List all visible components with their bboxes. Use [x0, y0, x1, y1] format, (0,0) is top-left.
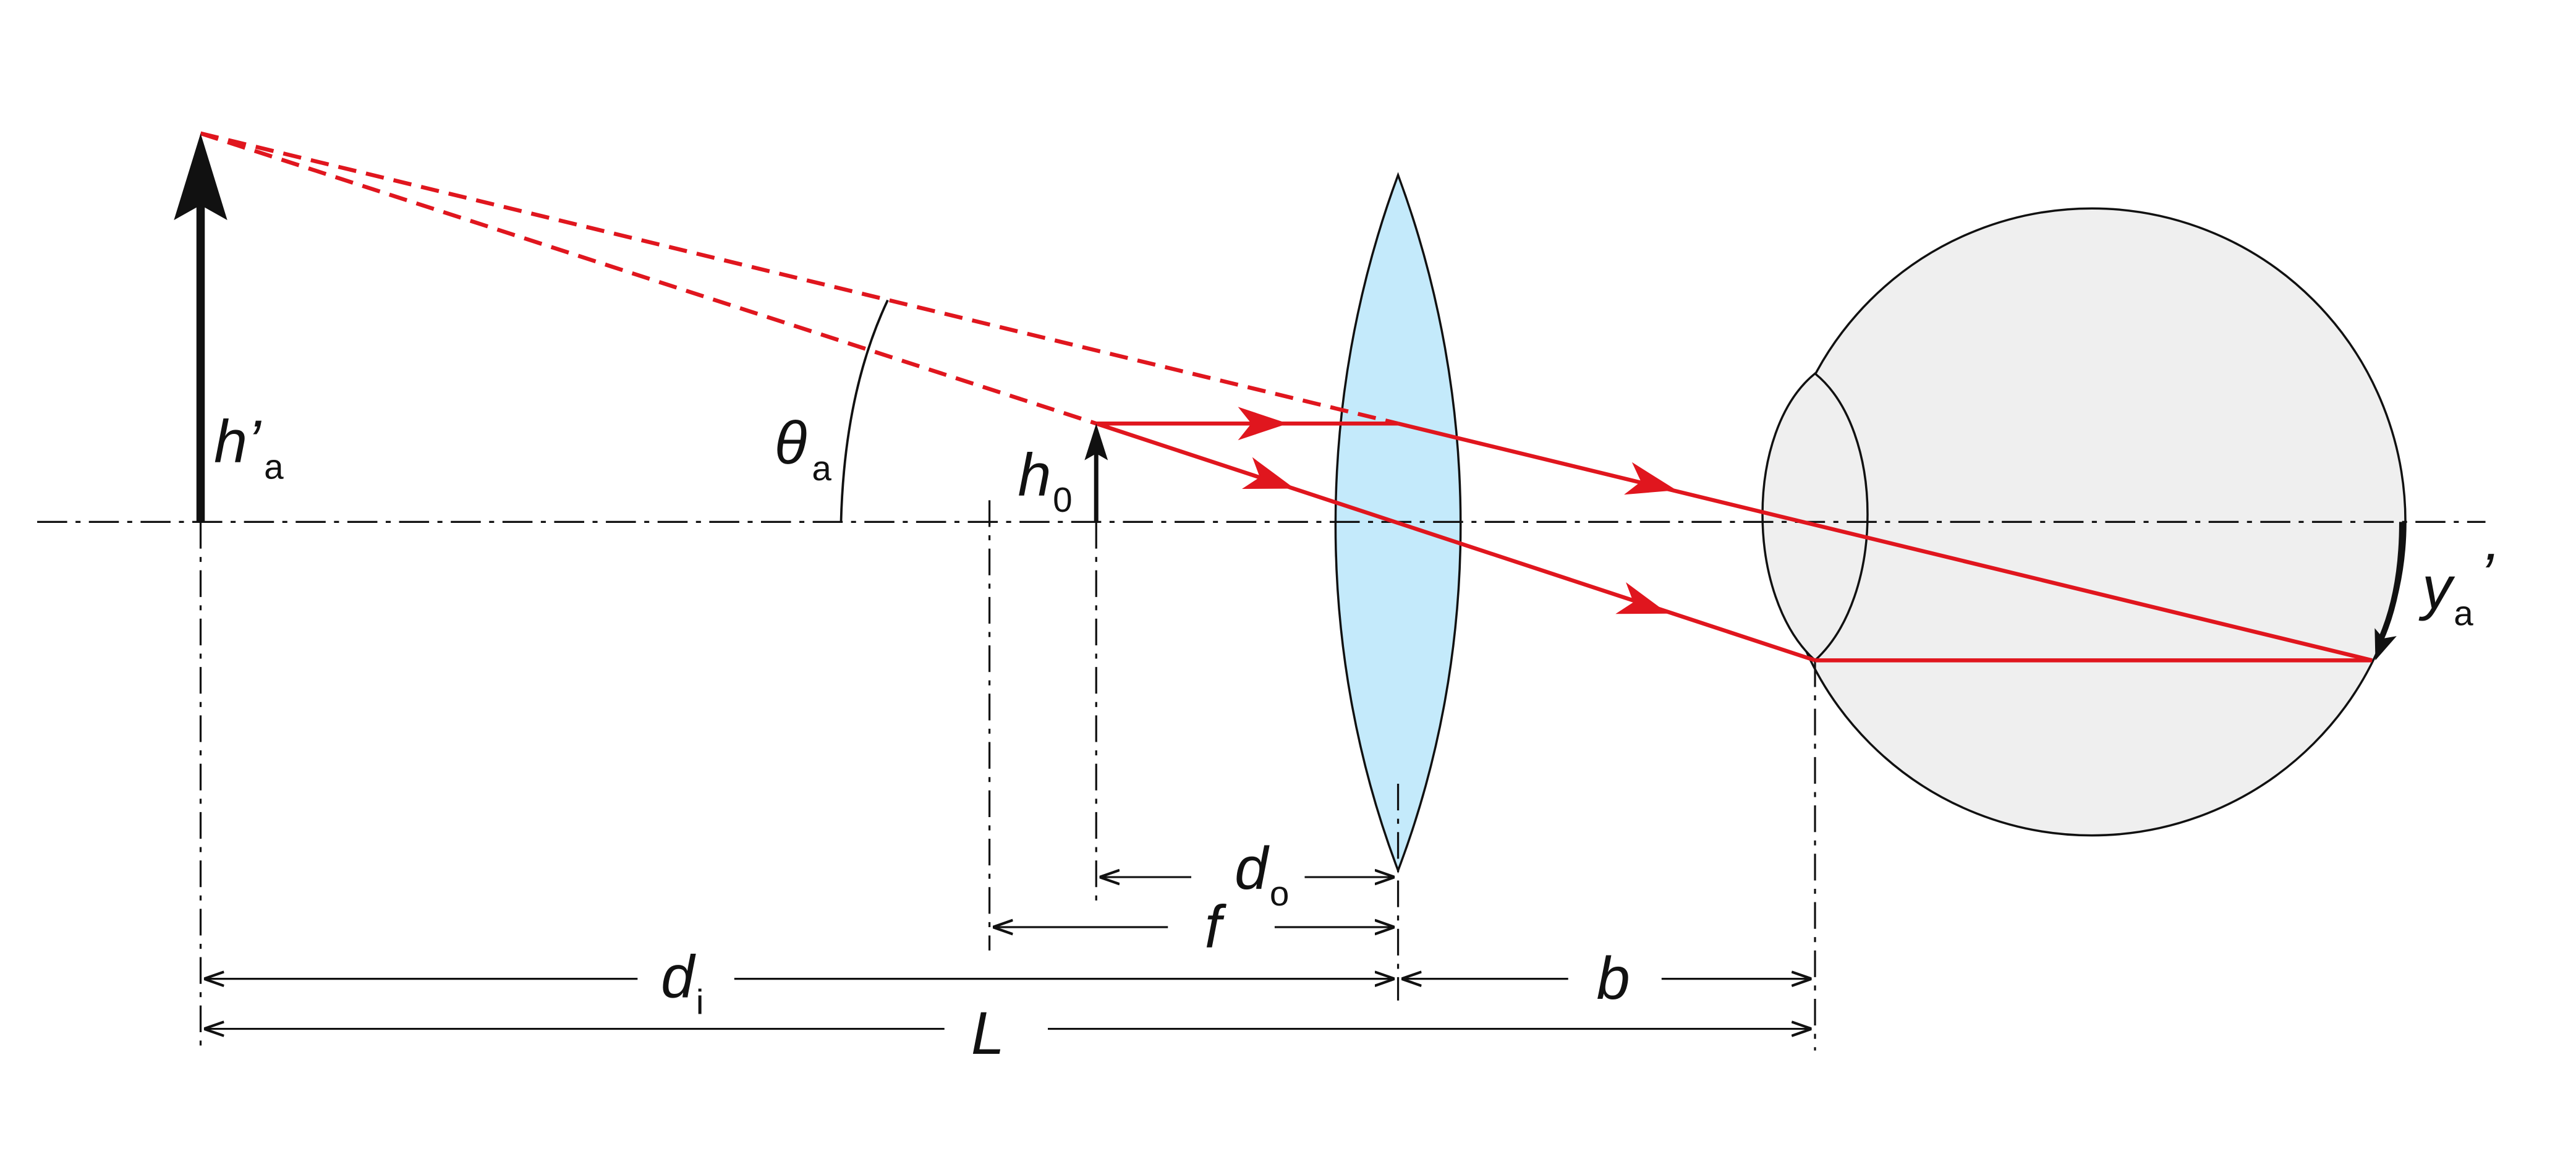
- virtual-ray-upper: [200, 131, 1399, 426]
- label-b: b: [1597, 944, 1630, 1012]
- virtual-ray-lower: [200, 131, 1097, 426]
- ray-through-center: [1095, 422, 1816, 663]
- ray-arrowhead: [1624, 462, 1677, 495]
- object-arrowhead: [1084, 423, 1108, 460]
- ray-arrowhead: [1615, 582, 1668, 614]
- label-h-prime-a: h’a: [214, 407, 284, 486]
- angle-arc: [840, 299, 889, 522]
- ray-refracted: [1397, 422, 2373, 663]
- ray-arrowhead: [1238, 407, 1288, 441]
- virtual-image-arrowhead: [174, 133, 227, 221]
- retinal-image-arrowhead: [2374, 628, 2397, 661]
- label-L: L: [971, 999, 1005, 1067]
- label-f: f: [1205, 893, 1227, 960]
- ray-arrowhead: [1241, 457, 1295, 489]
- retinal-image-arrow: [2378, 522, 2405, 642]
